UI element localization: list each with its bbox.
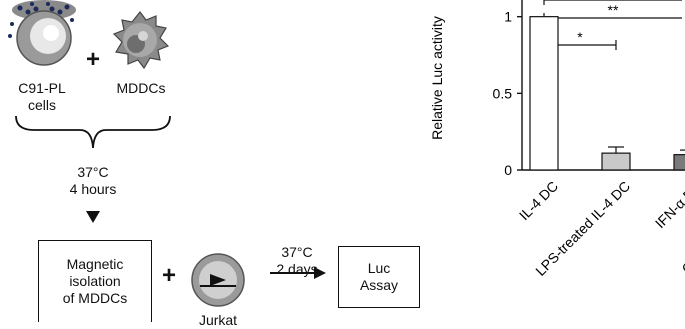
- y-tick-label: 0.5: [493, 85, 513, 101]
- significance-brackets: ***: [543, 0, 682, 50]
- magnetic-isolation-text: Magnetic isolation of MDDCs: [62, 256, 128, 306]
- chart-axes: 00.511.5: [493, 0, 685, 178]
- mddc-cell-icon: [112, 11, 170, 70]
- x-tick-label-line: IFN-α DC: [652, 178, 685, 231]
- grouping-brace: [15, 115, 171, 149]
- bar-1: [601, 152, 631, 171]
- bar-0: [529, 16, 559, 171]
- plus-sign-2: +: [162, 262, 177, 289]
- x-tick-label-2: IFN-α DC: [652, 178, 685, 231]
- c91-pl-cell-icon: [8, 0, 76, 66]
- sig-label-0: *: [577, 29, 583, 45]
- sig-label-1: **: [608, 2, 619, 18]
- luc-assay-text: Luc Assay: [359, 260, 399, 293]
- y-tick-label: 1: [504, 9, 512, 25]
- bar-chart: Relative Luc activity 00.511.5 *** IL-4 …: [429, 0, 685, 279]
- y-tick-label: 0: [504, 162, 512, 178]
- luc-assay-box: Luc Assay: [338, 246, 420, 308]
- mddcs-label: MDDCs: [116, 80, 166, 96]
- jurkat-label: Jurkat: [198, 312, 238, 328]
- right-arrow-icon: [270, 267, 326, 279]
- magnetic-isolation-box: Magnetic isolation of MDDCs: [38, 240, 152, 322]
- y-axis-label: Relative Luc activity: [429, 16, 445, 140]
- bar-2: [673, 154, 685, 171]
- jurkat-cell-icon: [191, 253, 245, 307]
- incubation-label: 37°C 4 hours: [69, 164, 117, 197]
- plus-sign: +: [86, 46, 101, 73]
- x-tick-label-line: IL-4 DC: [516, 178, 561, 223]
- bar-series: [529, 16, 685, 171]
- down-arrow-icon: [86, 211, 100, 223]
- x-tick-label-0: IL-4 DC: [516, 178, 561, 223]
- c91-pl-cells-label: C91-PL cells: [18, 80, 66, 113]
